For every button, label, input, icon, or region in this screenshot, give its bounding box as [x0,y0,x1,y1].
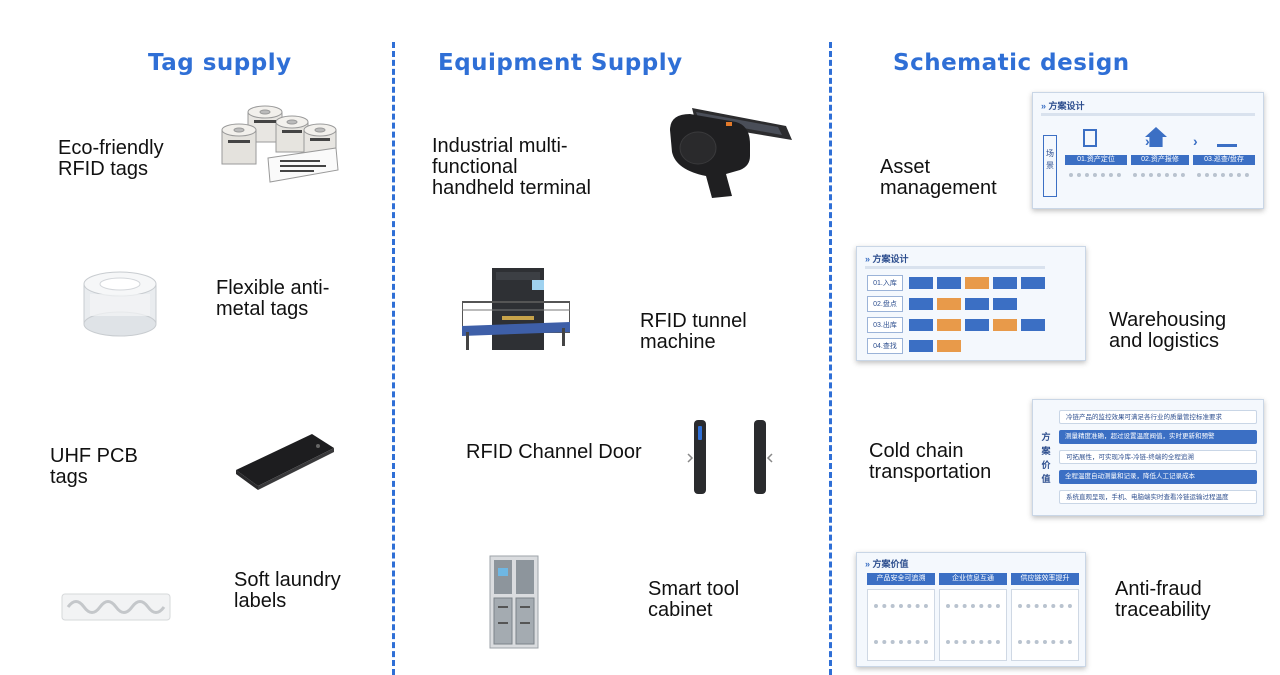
cold-chain-value-line: 全程温度自动测量和记录，降低人工记录成本 [1059,470,1257,484]
asset-card-side-label: 场景 [1043,135,1057,197]
warehouse-flow-box [937,319,961,331]
heading-tag-supply: Tag supply [148,50,292,76]
asset-step-2: 02.资产报修 [1131,155,1189,165]
cold-chain-value-line: 可拓展性，可实现冷库-冷链-终端的全程追溯 [1059,450,1257,464]
column-divider-1 [392,42,395,675]
channel-door-icon [687,420,773,494]
warehouse-flow-box [965,298,989,310]
warehouse-row-label: 01.入库 [867,275,903,291]
cold-chain-value-line: 系统直观呈现，手机、电脑端实时查看冷链运输过程温度 [1059,490,1257,504]
warehouse-flow-box [909,277,933,289]
warehouse-flow-box [965,277,989,289]
antifraud-tab-2: 企业信息互通 [939,573,1007,585]
antifraud-tab-1: 产品安全可追溯 [867,573,935,585]
warehouse-flow-box [909,340,933,352]
warehouse-flow-box [909,319,933,331]
warehouse-flow-box [937,340,961,352]
label-rolls-icon [221,105,339,183]
antifraud-tab-3: 供应链效率提升 [1011,573,1079,585]
equipment-label-channel-door: RFID Channel Door [466,441,642,463]
warehouse-flow-box [909,298,933,310]
warehouse-row-label: 03.出库 [867,317,903,333]
tag-roll-icon [83,271,157,337]
cold-chain-card: 方案价值 冷链产品的监控效果可满足各行业的质量管控标准要求测量精度准确，超过设置… [1032,399,1264,516]
warehouse-flow-box [993,277,1017,289]
cold-chain-side-label: 方案价值 [1041,432,1051,484]
warehouse-flow-box [993,319,1017,331]
anti-fraud-card: » 方案价值 产品安全可追溯 企业信息互通 供应链效率提升 [856,552,1086,667]
warehouse-row-label: 04.查找 [867,338,903,354]
warehouse-flow-box [937,277,961,289]
warehouse-flow-box [965,319,989,331]
cold-chain-value-line: 冷链产品的监控效果可满足各行业的质量管控标准要求 [1059,410,1257,424]
antifraud-card-title: 方案价值 [872,559,909,569]
heading-equipment-supply: Equipment Supply [438,50,683,76]
warehouse-card-title: 方案设计 [872,254,909,264]
asset-step-1: 01.资产定位 [1065,155,1127,165]
column-divider-2 [829,42,832,675]
warehouse-flow-box [937,298,961,310]
heading-schematic-design: Schematic design [893,50,1130,76]
handheld-terminal-icon [670,108,792,198]
asset-step-3: 03.巡查/盘存 [1193,155,1255,165]
tag-label-anti-metal: Flexible anti-metal tags [216,277,330,320]
warehouse-row-label: 02.盘点 [867,296,903,312]
warehouse-flow-box [1021,277,1045,289]
tunnel-machine-icon [462,268,570,350]
tool-cabinet-icon [489,555,539,649]
asset-card-title: 方案设计 [1048,101,1085,111]
warehouse-flow-box [993,298,1017,310]
pcb-tag-icon [236,434,334,490]
asset-management-card: » 方案设计 场景 › › 01.资产定位 02.资产报修 03.巡查/盘存 [1032,92,1264,209]
laundry-label-icon [61,593,171,621]
cold-chain-value-line: 测量精度准确，超过设置温度阀值，实时更新和预警 [1059,430,1257,444]
warehouse-flow-box [1021,319,1045,331]
